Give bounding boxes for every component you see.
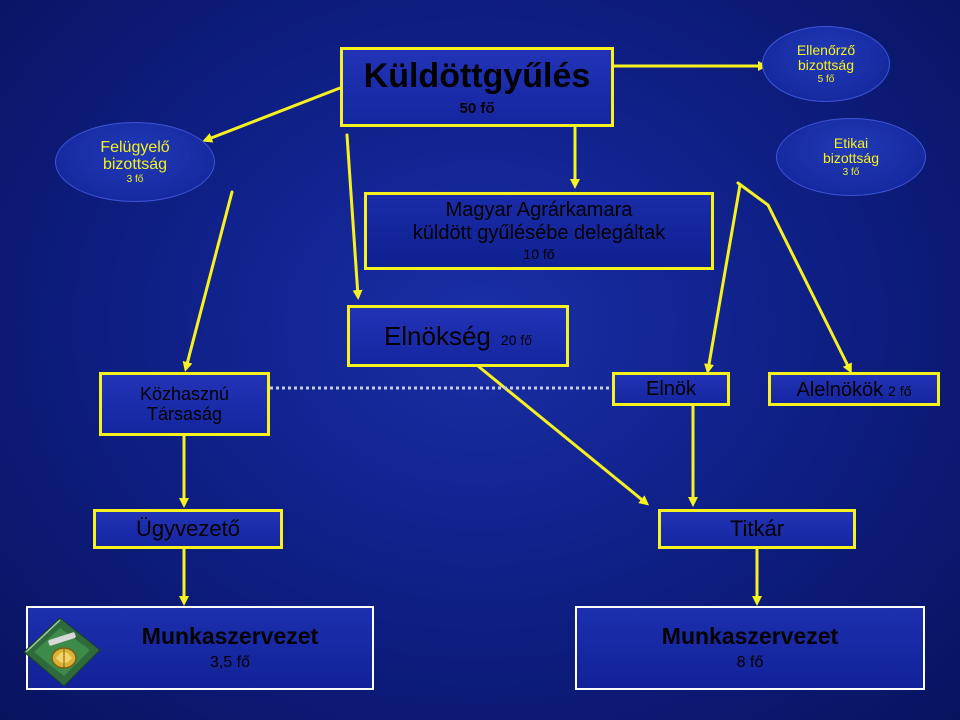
kuldottgyules-box: Küldöttgyűlés 50 fő — [340, 47, 614, 127]
elnok-title: Elnök — [645, 377, 697, 400]
titkar-box: Titkár — [658, 509, 856, 549]
magyar-agrarkamara-box: Magyar Agrárkamara küldött gyűlésébe del… — [364, 192, 714, 270]
mak-count: 10 fő — [523, 246, 555, 263]
alelnokok-title: Alelnökök — [796, 379, 884, 401]
munkaszervezet-right-box: Munkaszervezet 8 fő — [575, 606, 925, 690]
ellenorzo-line1: Ellenőrző — [796, 41, 856, 58]
etikai-line2: bizottság — [822, 150, 880, 167]
etikai-ellipse: Etikai bizottság 3 fő — [776, 118, 926, 196]
felugyelo-count: 3 fő — [126, 174, 144, 186]
kuldottgyules-count: 50 fő — [459, 99, 495, 117]
arrow-felugyelo-kozhasznu — [182, 190, 234, 372]
kozhasznu-line2: Társaság — [146, 404, 223, 424]
ellenorzo-line2: bizottság — [797, 57, 855, 74]
felugyelo-line1: Felügyelő — [100, 138, 170, 156]
arrow-etikai-elnok — [704, 183, 742, 374]
munkaszervezet-left-count: 3,5 fő — [209, 653, 251, 671]
elnokseg-count: 20 fő — [500, 332, 533, 348]
kozhasznu-box: Közhasznú Társaság — [99, 372, 270, 436]
munkaszervezet-left-title: Munkaszervezet — [141, 623, 319, 650]
alelnokok-box: Alelnökök 2 fő — [768, 372, 940, 406]
alelnokok-count: 2 fő — [888, 383, 912, 399]
felugyelo-ellipse: Felügyelő bizottság 3 fő — [55, 122, 215, 202]
mak-line2: küldött gyűlésébe delegáltak — [412, 221, 666, 244]
arrow-etikai-alelnokok — [736, 181, 852, 374]
mak-line1: Magyar Agrárkamara — [445, 199, 633, 222]
ellenorzo-count: 5 fő — [817, 74, 835, 86]
ellenorzo-ellipse: Ellenőrző bizottság 5 fő — [762, 26, 890, 102]
ugyvezeto-box: Ügyvezető — [93, 509, 283, 549]
kuldottgyules-title: Küldöttgyűlés — [363, 56, 591, 95]
chamber-logo-icon — [23, 617, 101, 687]
etikai-count: 3 fő — [842, 167, 860, 179]
elnokseg-box: Elnökség 20 fő — [347, 305, 569, 367]
felugyelo-line2: bizottság — [102, 156, 168, 174]
munkaszervezet-right-count: 8 fő — [736, 653, 764, 671]
titkar-title: Titkár — [729, 515, 785, 541]
munkaszervezet-right-title: Munkaszervezet — [661, 623, 839, 650]
arrow-kgy-felugyelo — [202, 86, 342, 143]
ugyvezeto-title: Ügyvezető — [136, 515, 240, 541]
arrow-kgy-elnokseg — [345, 133, 363, 300]
kozhasznu-line1: Közhasznú — [139, 383, 230, 404]
elnokseg-title: Elnökség — [383, 321, 491, 351]
etikai-line1: Etikai — [833, 134, 869, 151]
elnok-box: Elnök — [612, 372, 730, 406]
